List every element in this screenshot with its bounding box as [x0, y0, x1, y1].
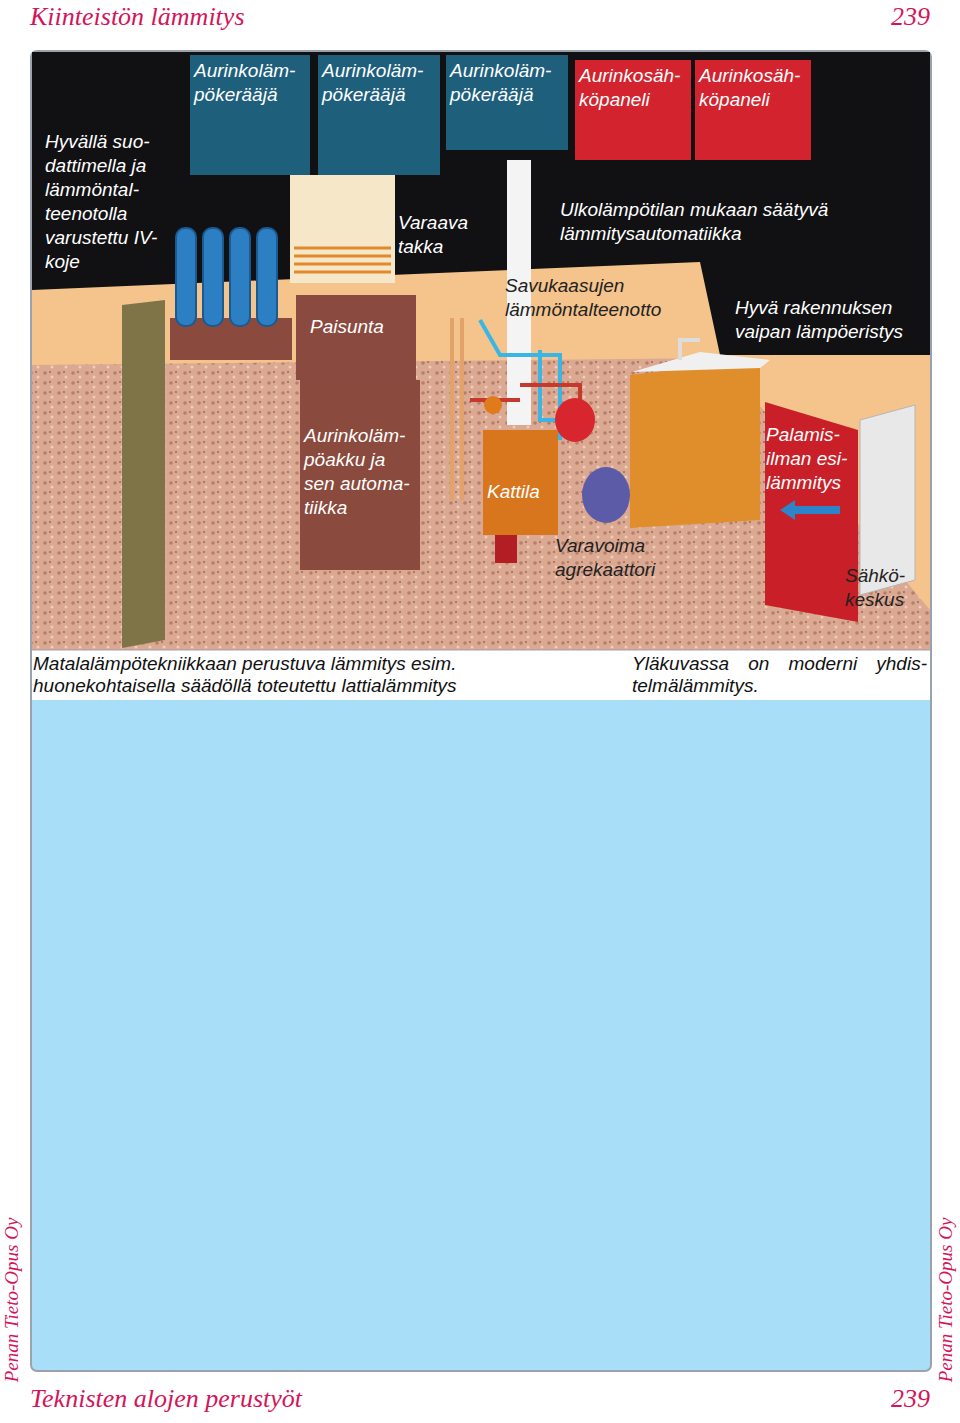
- figure-caption: Yläkuvassa on moderni yhdis- telmälämmit…: [632, 653, 927, 697]
- node-label: Aurinkosäh- köpaneli: [579, 64, 687, 112]
- node-label: Paisunta: [310, 315, 412, 339]
- solar-accumulator: Aurinkoläm- pöakku ja sen automa- tiikka: [300, 380, 420, 570]
- solar-collector: Aurinkoläm- pökerääjä: [446, 55, 568, 150]
- boiler: Kattila: [483, 430, 558, 535]
- callout-label: Hyvällä suo- dattimella ja lämmöntal- te…: [45, 130, 173, 274]
- footer-title: Teknisten alojen perustyöt: [30, 1384, 430, 1414]
- node-label: Aurinkoläm- pökerääjä: [322, 59, 436, 107]
- figure-note: Matalalämpötekniikkaan perustuva lämmity…: [33, 653, 513, 697]
- node-label: Aurinkoläm- pökerääjä: [194, 59, 306, 107]
- solar-collector: Aurinkoläm- pökerääjä: [190, 55, 310, 175]
- solar-panel: Aurinkosäh- köpaneli: [575, 60, 691, 160]
- side-watermark: Penan Tieto-Opus Oy: [935, 1215, 957, 1385]
- callout-label: Varaava takka: [398, 211, 498, 259]
- solar-panel: Aurinkosäh- köpaneli: [695, 60, 811, 160]
- solar-collector: Aurinkoläm- pökerääjä: [318, 55, 440, 175]
- callout-label: Sähkö- keskus: [845, 564, 925, 612]
- callout-label: Savukaasujen lämmöntalteenotto: [505, 274, 695, 322]
- callout-label: Ulkolämpötilan mukaan säätyvä lämmitysau…: [560, 198, 890, 246]
- side-watermark: Penan Tieto-Opus Oy: [1, 1215, 23, 1385]
- expansion-box: Paisunta: [296, 295, 416, 380]
- callout-label: Palamis- ilman esi- lämmitys: [766, 423, 858, 495]
- node-label: Aurinkosäh- köpaneli: [699, 64, 807, 112]
- node-label: Aurinkoläm- pökerääjä: [450, 59, 564, 107]
- callout-label: Hyvä rakennuksen vaipan lämpöeristys: [735, 296, 927, 344]
- page-number: 239: [860, 2, 930, 32]
- node-label: Aurinkoläm- pöakku ja sen automa- tiikka: [304, 424, 416, 520]
- node-label: Kattila: [487, 480, 554, 504]
- page-number: 239: [860, 1384, 930, 1414]
- callout-label: Varavoima agrekaattori: [555, 534, 685, 582]
- page-heading: Kiinteistön lämmitys: [30, 2, 530, 32]
